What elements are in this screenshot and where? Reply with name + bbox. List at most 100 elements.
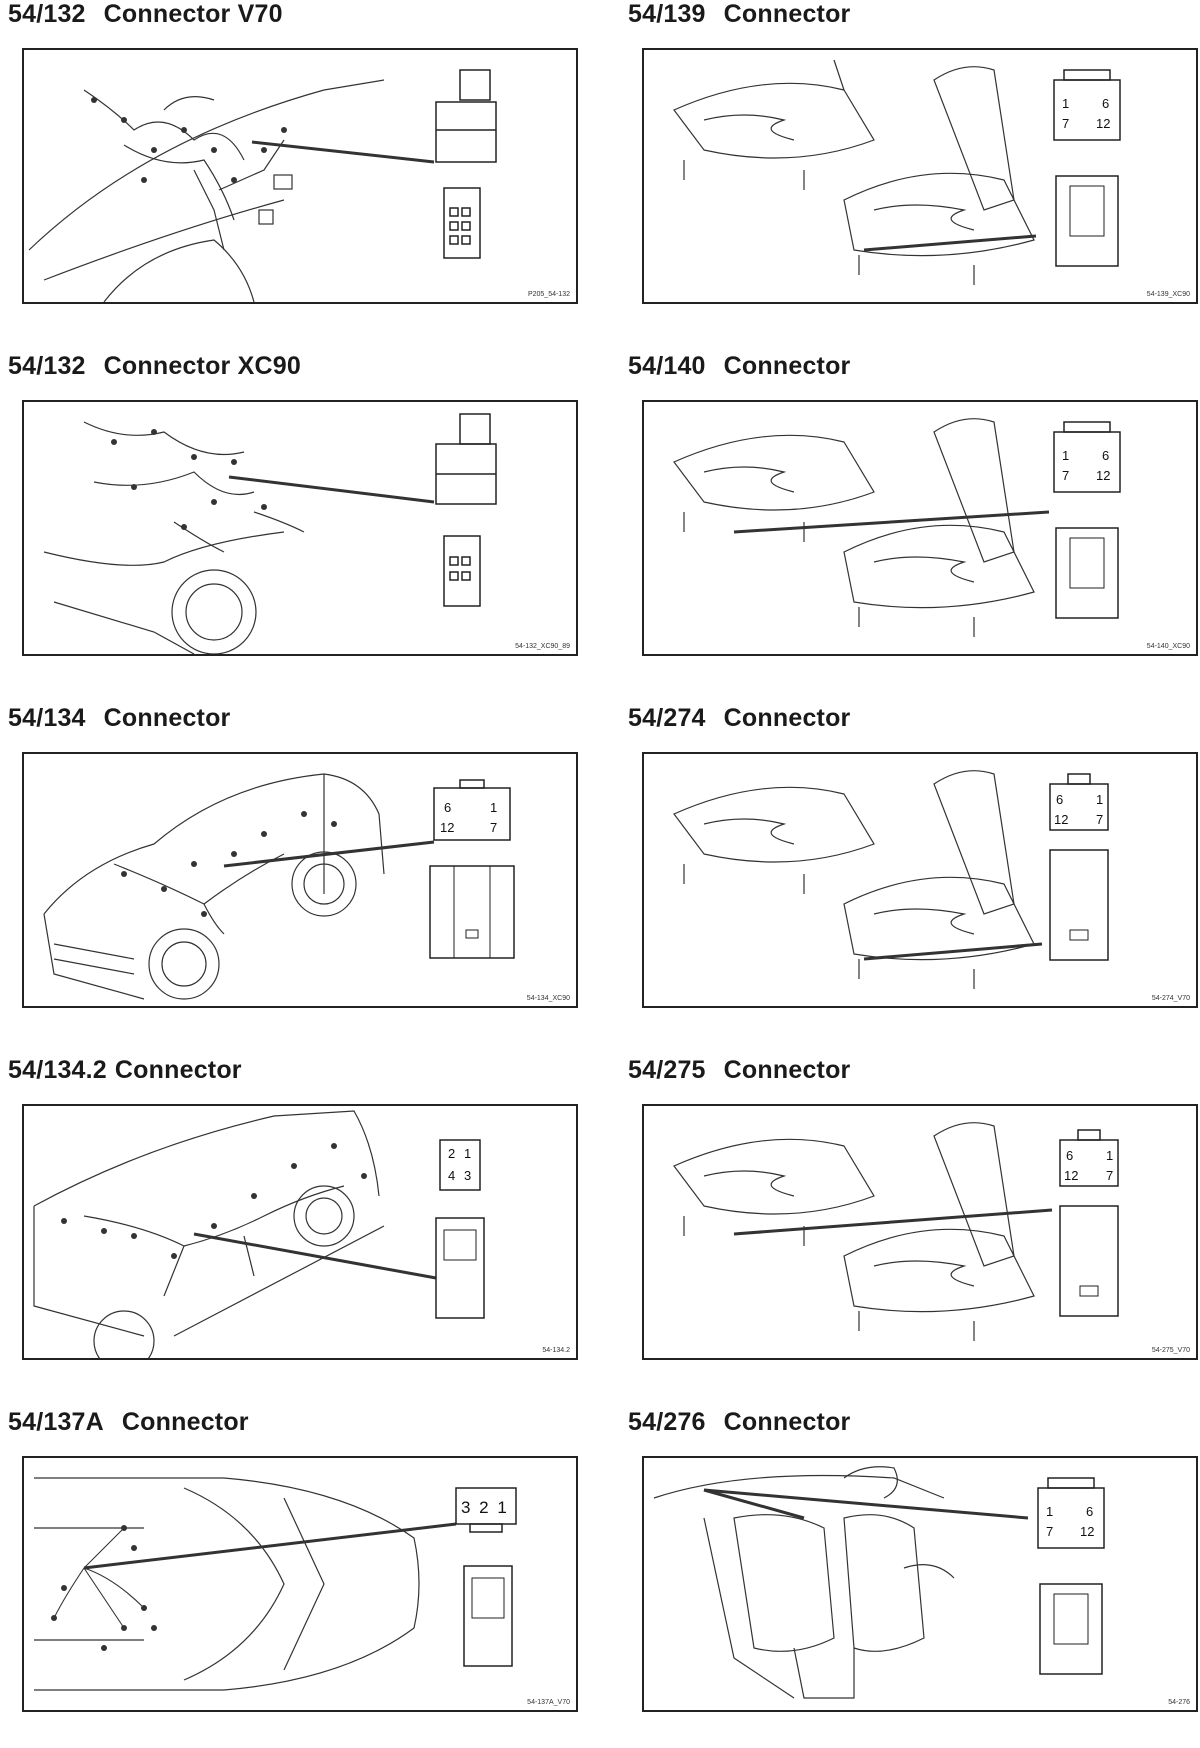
diagram-panel: 2 1 4 3 54-134.2 [22,1104,578,1360]
diagram-panel: 1 6 7 12 54-276 [642,1456,1198,1712]
entry-title: 54/140 Connector [628,352,850,381]
vehicle-front-illustration: 6 1 12 7 [43,773,515,1000]
pin-label: 2 [448,1146,455,1161]
pin-label: 12 [1096,468,1110,483]
entry-title: 54/134 Connector [8,704,230,733]
pin-label: 1 [464,1146,471,1161]
entry-name: Connector XC90 [103,352,301,380]
connector-housing-icon [435,413,497,607]
entry-code: 54/139 [628,0,706,28]
entry-code: 54/276 [628,1408,706,1436]
pin-label: 1 [1096,792,1103,807]
figure-reference: 54-274_V70 [1151,995,1190,1002]
diagram-panel: 54-132_XC90_89 [22,400,578,656]
connector-entry: 54/274 Connector [620,704,1200,1044]
entry-name: Connector [723,1408,851,1436]
connector-pinout-icon: 1 6 7 12 [1053,69,1121,267]
pin-label: 7 [1106,1168,1113,1183]
pin-label: 7 [1062,468,1069,483]
pin-label: 7 [1046,1524,1053,1539]
figure-reference: 54-134.2 [542,1347,570,1354]
figure-reference: 54-137A_V70 [527,1699,570,1706]
connector-pinout-icon: 6 1 12 7 [1049,773,1109,961]
pin-label: 7 [1062,116,1069,131]
front-seats-illustration: 6 1 12 7 [673,1122,1119,1341]
figure-reference: 54-134_XC90 [526,995,570,1002]
pin-label: 1 [1062,96,1069,111]
entry-code: 54/134.2 [8,1056,107,1084]
figure-reference: 54-139_XC90 [1146,291,1190,298]
pin-label: 12 [440,820,454,835]
entry-name: Connector [723,704,851,732]
entry-code: 54/140 [628,352,706,380]
figure-reference: P205_54-132 [527,291,570,298]
entry-title: 54/139 Connector [628,0,850,29]
entry-code: 54/274 [628,704,706,732]
pin-label: 12 [1064,1168,1078,1183]
connector-entry: 54/275 Connector [620,1056,1200,1396]
vehicle-side-illustration: 2 1 4 3 [33,1110,485,1358]
entry-name: Connector V70 [103,0,283,28]
pin-label: 12 [1054,812,1068,827]
connector-pinout-icon: 2 1 4 3 [435,1139,485,1319]
pin-label: 6 [1056,792,1063,807]
diagram-panel: 1 6 7 12 54-140_XC90 [642,400,1198,656]
vehicle-interior-illustration: 1 6 7 12 [653,1466,1105,1699]
v70-engine-bay-illustration [28,69,497,302]
pin-label: 7 [490,820,497,835]
diagram-panel: 6 1 12 7 54-134_XC90 [22,752,578,1008]
connector-pinout-icon: 6 1 12 7 [1059,1129,1119,1317]
connector-pinout-icon: 3 2 1 [455,1487,517,1667]
entry-name: Connector [114,1056,242,1084]
pin-label: 12 [1096,116,1110,131]
connector-entry: 54/276 Connector [620,1408,1200,1748]
pin-label: 6 [1086,1504,1093,1519]
vehicle-top-view-illustration: 3 2 1 [34,1477,517,1691]
connector-pinout-icon: 1 6 7 12 [1037,1477,1105,1675]
pin-label: 1 [1062,448,1069,463]
connector-entry: 54/140 Connector [620,352,1200,692]
entry-title: 54/276 Connector [628,1408,850,1437]
entry-name: Connector [103,704,231,732]
connector-entry: 54/132 Connector V70 [0,0,580,340]
front-seats-illustration: 1 6 7 12 [673,59,1121,285]
pin-label: 7 [1096,812,1103,827]
front-seats-illustration: 1 6 7 12 [673,418,1121,637]
front-seats-illustration: 6 1 12 7 [673,770,1109,989]
entry-code: 54/132 [8,0,86,28]
figure-reference: 54-140_XC90 [1146,643,1190,650]
connector-housing-icon [435,69,497,259]
pin-label: 6 [1066,1148,1073,1163]
figure-reference: 54-275_V70 [1151,1347,1190,1354]
pin-label: 6 [1102,96,1109,111]
connector-pinout-icon: 1 6 7 12 [1053,421,1121,619]
entry-name: Connector [723,352,851,380]
entry-name: Connector [723,0,851,28]
diagram-panel: 1 6 7 12 54-139_XC90 [642,48,1198,304]
diagram-panel: 3 2 1 54-137A_V70 [22,1456,578,1712]
pin-label: 3 [464,1168,471,1183]
entry-name: Connector [723,1056,851,1084]
pin-label: 4 [448,1168,455,1183]
diagram-panel: P205_54-132 [22,48,578,304]
diagram-panel: 6 1 12 7 54-274_V70 [642,752,1198,1008]
entry-code: 54/134 [8,704,86,732]
connector-entry: 54/134 Connector [0,704,580,1044]
pin-label: 1 [490,800,497,815]
entry-code: 54/137A [8,1408,104,1436]
diagram-panel: 6 1 12 7 54-275_V70 [642,1104,1198,1360]
pin-label: 1 [1106,1148,1113,1163]
figure-reference: 54-132_XC90_89 [515,643,570,650]
connector-entry: 54/139 Connector [620,0,1200,340]
pin-label: 12 [1080,1524,1094,1539]
pin-label: 3 2 1 [461,1498,509,1517]
entry-title: 54/274 Connector [628,704,850,733]
entry-code: 54/275 [628,1056,706,1084]
pin-label: 6 [1102,448,1109,463]
